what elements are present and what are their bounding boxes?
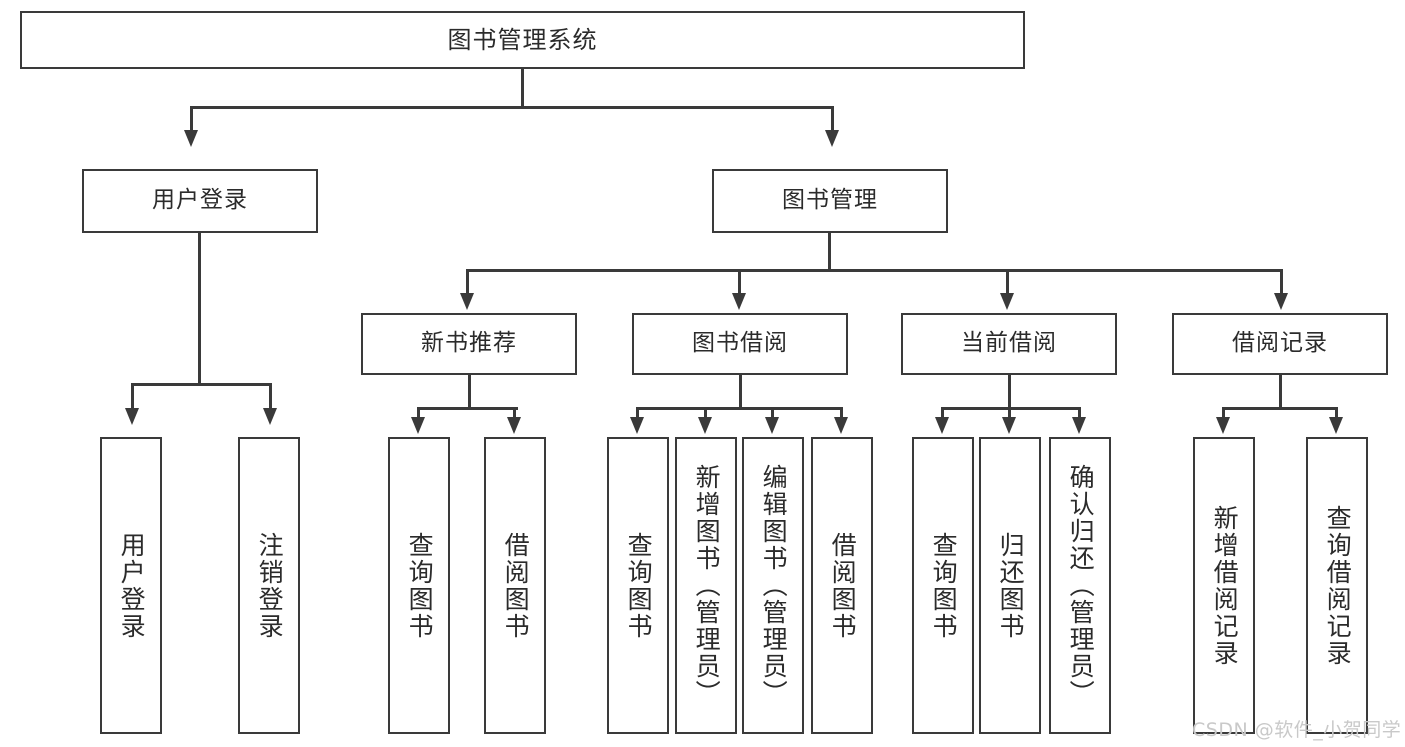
leaf-query-book-2-label: 查询图书 [624,531,654,640]
connector-user-login-drop-2 [269,383,272,410]
connector-root-bus [190,106,833,109]
leaf-query-book-3[interactable]: 查询图书 [912,437,974,734]
arrowhead-to-leaf-return-book [1002,417,1016,434]
node-borrow-record[interactable]: 借阅记录 [1172,313,1388,375]
node-new-book-rec[interactable]: 新书推荐 [361,313,577,375]
leaf-query-book-3-label: 查询图书 [929,531,959,640]
leaf-add-book-admin[interactable]: 新增图书（管理员） [675,437,737,734]
leaf-add-borrow-record[interactable]: 新增借阅记录 [1193,437,1255,734]
node-book-manage[interactable]: 图书管理 [712,169,948,233]
connector-bm-drop-2 [738,269,741,295]
arrowhead-to-leaf-confirm-return [1072,417,1086,434]
connector-bb-drop-3 [771,407,774,419]
node-borrow-record-label: 借阅记录 [1232,330,1328,357]
leaf-borrow-book-2-label: 借阅图书 [828,531,858,640]
node-book-borrow-label: 图书借阅 [692,330,788,357]
connector-nbr-stem [468,375,471,409]
leaf-query-book-2[interactable]: 查询图书 [607,437,669,734]
connector-br-drop-1 [1222,407,1225,419]
connector-cb-stem [1008,375,1011,409]
connector-root-drop-left [190,106,193,132]
arrowhead-to-book-borrow [732,293,746,310]
connector-book-manage-bus [466,269,1282,272]
connector-bm-drop-4 [1280,269,1283,295]
node-book-borrow[interactable]: 图书借阅 [632,313,848,375]
connector-bm-drop-1 [466,269,469,295]
node-current-borrow-label: 当前借阅 [961,330,1057,357]
leaf-return-book[interactable]: 归还图书 [979,437,1041,734]
arrowhead-to-leaf-logout [263,408,277,425]
node-root-label: 图书管理系统 [447,25,598,54]
leaf-query-book-1[interactable]: 查询图书 [388,437,450,734]
connector-br-bus [1222,407,1338,410]
arrowhead-to-leaf-borrow-book-1 [507,417,521,434]
leaf-edit-book-admin[interactable]: 编辑图书（管理员） [742,437,804,734]
connector-br-stem [1279,375,1282,409]
node-root[interactable]: 图书管理系统 [20,11,1025,69]
node-new-book-rec-label: 新书推荐 [421,330,517,357]
leaf-query-borrow-record-label: 查询借阅记录 [1323,504,1353,667]
arrowhead-to-leaf-query-book-3 [935,417,949,434]
leaf-user-login[interactable]: 用户登录 [100,437,162,734]
leaf-add-borrow-record-label: 新增借阅记录 [1210,504,1240,667]
leaf-borrow-book-2[interactable]: 借阅图书 [811,437,873,734]
leaf-add-book-admin-label: 新增图书（管理员） [692,464,722,707]
leaf-logout-label: 注销登录 [255,531,285,640]
arrowhead-to-leaf-query-borrow-record [1329,417,1343,434]
connector-cb-drop-2 [1008,407,1011,419]
leaf-return-book-label: 归还图书 [996,531,1026,640]
arrowhead-to-leaf-borrow-book-2 [834,417,848,434]
leaf-logout[interactable]: 注销登录 [238,437,300,734]
node-book-manage-label: 图书管理 [782,187,878,214]
connector-nbr-drop-1 [417,407,420,419]
connector-bb-stem [739,375,742,409]
connector-book-manage-stem [828,233,831,271]
connector-bb-drop-2 [704,407,707,419]
connector-nbr-drop-2 [513,407,516,419]
leaf-borrow-book-1[interactable]: 借阅图书 [484,437,546,734]
connector-nbr-bus [417,407,518,410]
arrowhead-to-current-borrow [1000,293,1014,310]
node-user-login[interactable]: 用户登录 [82,169,318,233]
leaf-edit-book-admin-label: 编辑图书（管理员） [759,464,789,707]
arrowhead-to-leaf-user-login [125,408,139,425]
leaf-query-book-1-label: 查询图书 [405,531,435,640]
arrowhead-to-leaf-add-borrow-record [1216,417,1230,434]
leaf-confirm-return-admin[interactable]: 确认归还（管理员） [1049,437,1111,734]
connector-bb-bus [636,407,843,410]
arrowhead-to-book-manage [825,130,839,147]
arrowhead-to-user-login [184,130,198,147]
node-user-login-label: 用户登录 [152,187,248,214]
connector-user-login-drop-1 [131,383,134,410]
csdn-watermark: CSDN @软件_小贺同学 [1192,719,1402,741]
arrowhead-to-borrow-record [1274,293,1288,310]
arrowhead-to-leaf-query-book-2 [630,417,644,434]
connector-root-stem [521,69,524,107]
connector-bb-drop-4 [840,407,843,419]
connector-bm-drop-3 [1006,269,1009,295]
arrowhead-to-leaf-add-book-admin [698,417,712,434]
leaf-confirm-return-admin-label: 确认归还（管理员） [1066,464,1096,707]
arrowhead-to-leaf-edit-book-admin [765,417,779,434]
leaf-user-login-label: 用户登录 [117,531,147,640]
connector-cb-drop-1 [941,407,944,419]
connector-cb-drop-3 [1078,407,1081,419]
arrowhead-to-leaf-query-book-1 [411,417,425,434]
connector-bb-drop-1 [636,407,639,419]
connector-root-drop-right [831,106,834,132]
leaf-query-borrow-record[interactable]: 查询借阅记录 [1306,437,1368,734]
connector-user-login-stem [198,233,201,385]
leaf-borrow-book-1-label: 借阅图书 [501,531,531,640]
connector-br-drop-2 [1335,407,1338,419]
node-current-borrow[interactable]: 当前借阅 [901,313,1117,375]
connector-cb-bus [941,407,1081,410]
connector-user-login-bus [131,383,272,386]
arrowhead-to-new-book-rec [460,293,474,310]
